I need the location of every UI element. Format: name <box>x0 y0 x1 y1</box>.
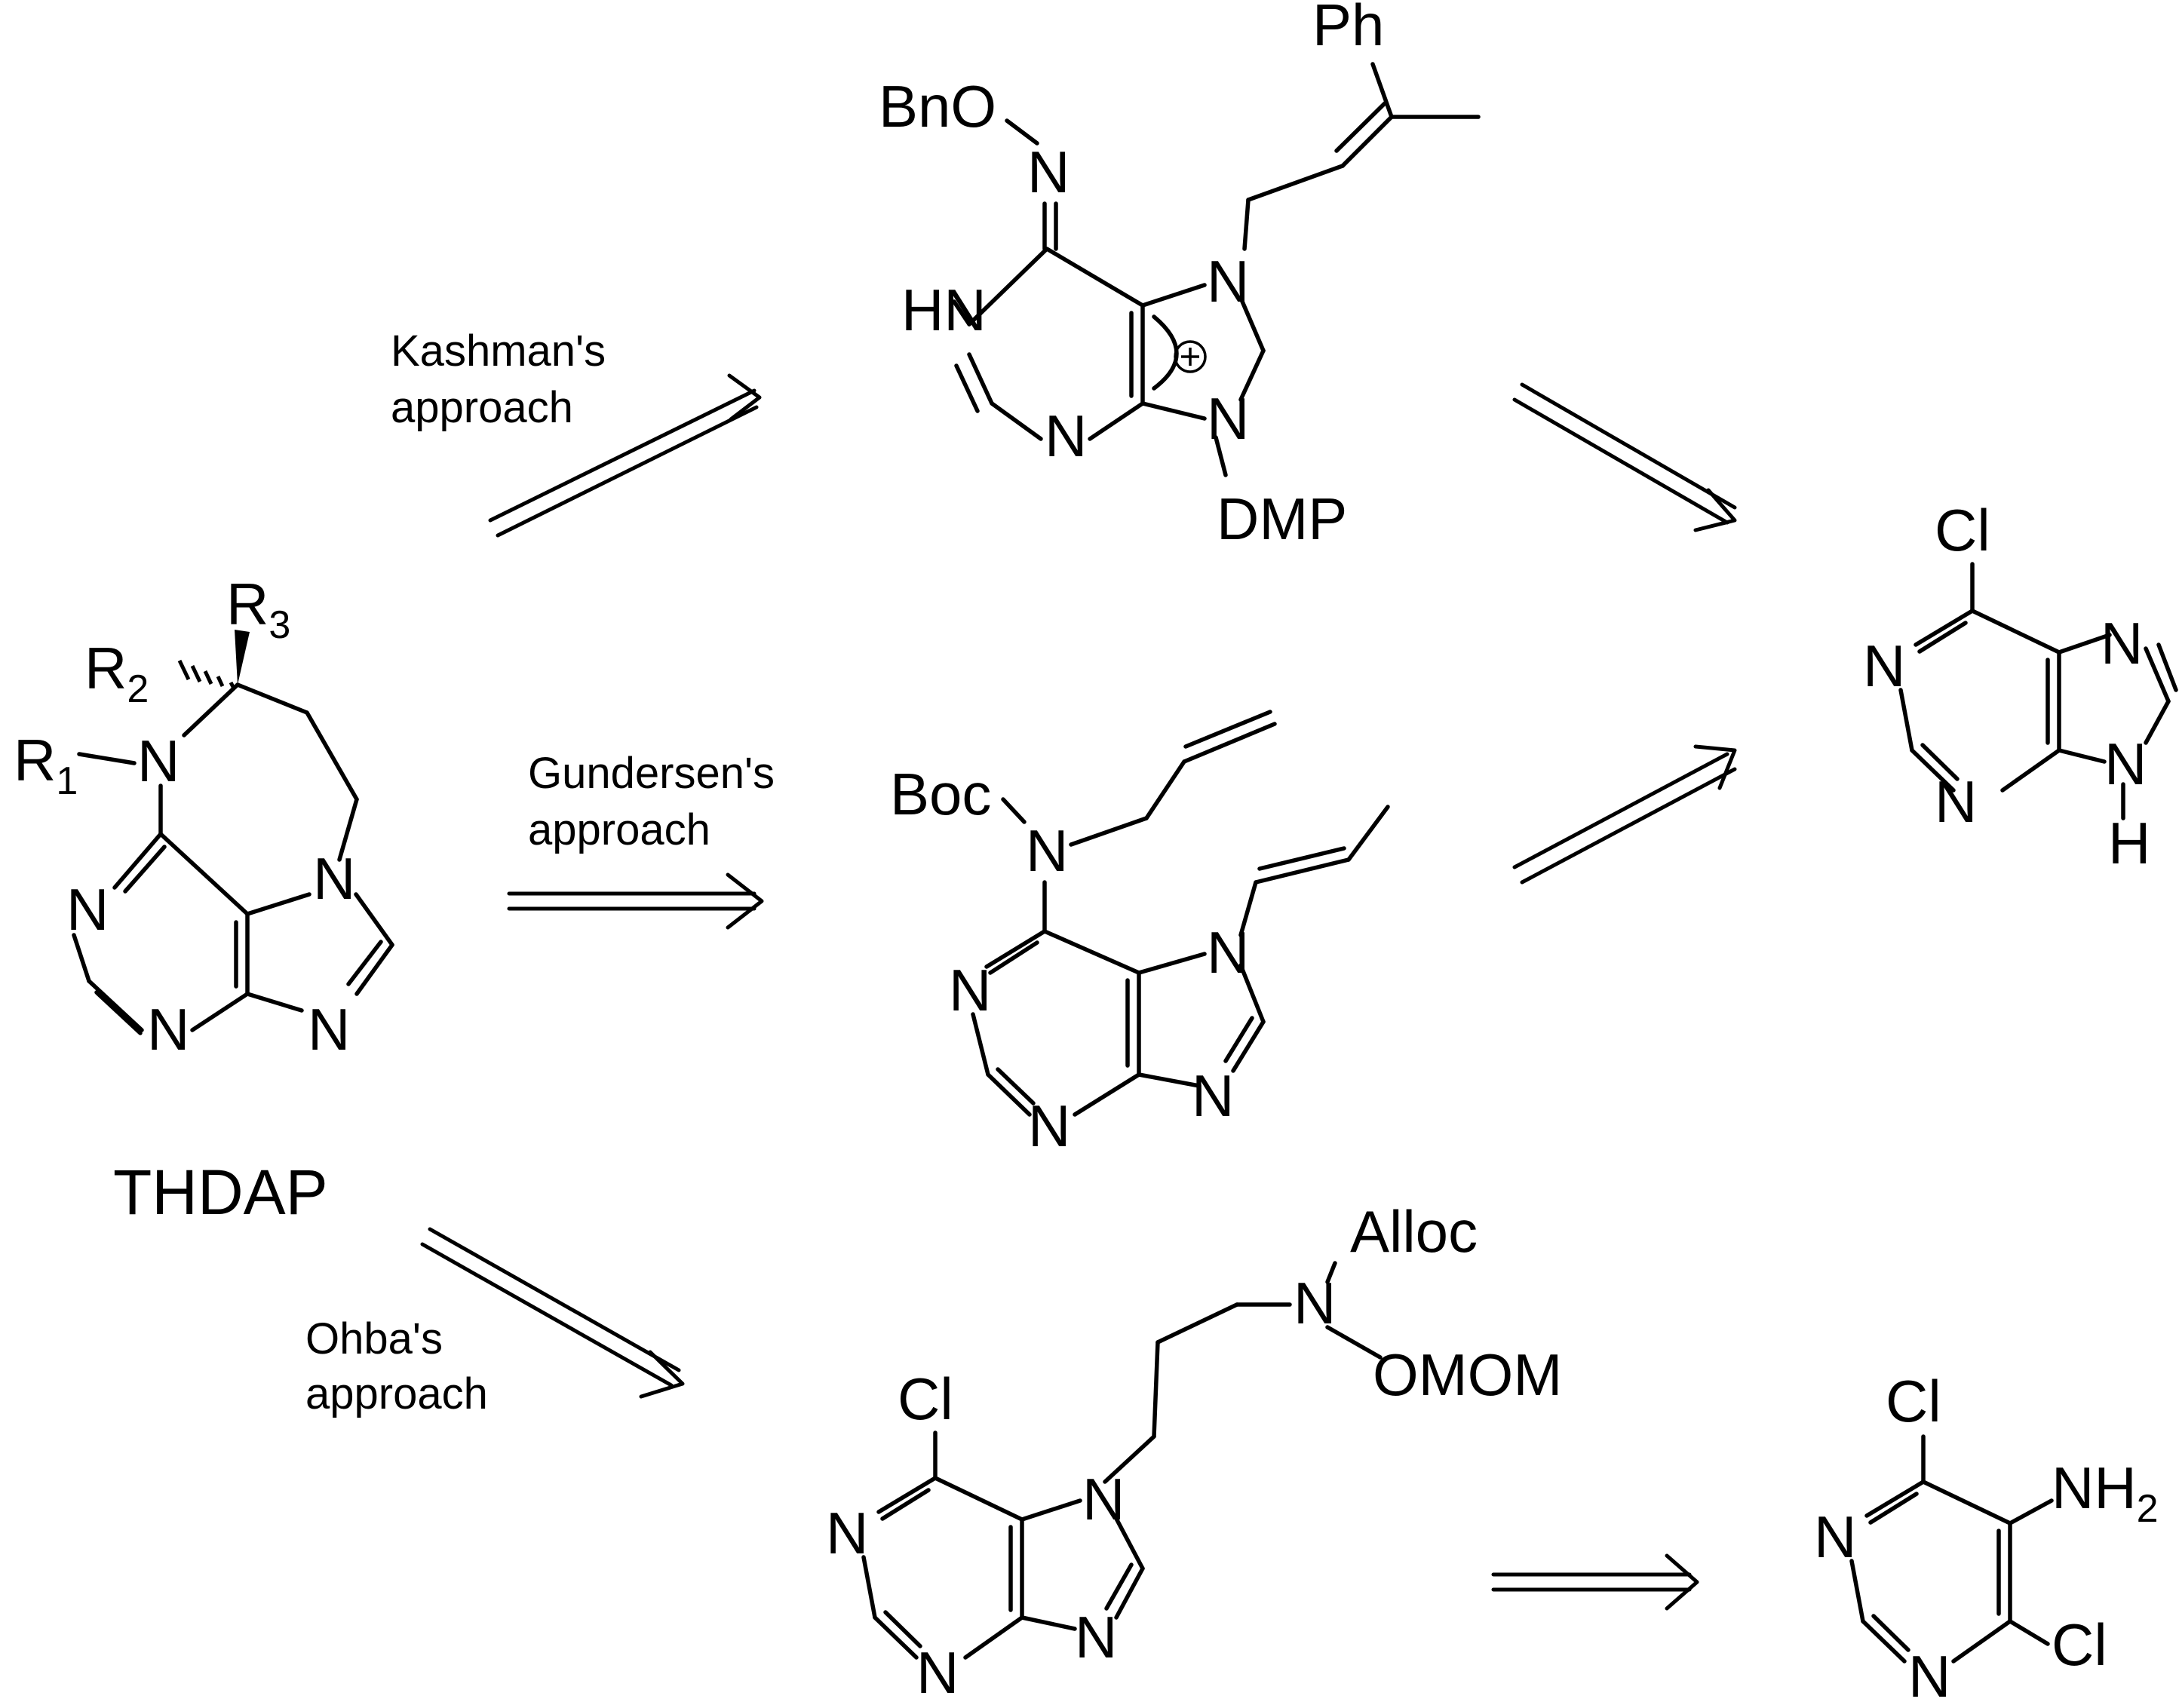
retro-arrow-gundersen <box>507 872 764 930</box>
retro-arrow-ohba-2 <box>1491 1553 1699 1611</box>
ohba-n3: N <box>916 1639 959 1706</box>
6-chloropurine: Cl N N N N H <box>1863 497 2178 876</box>
ohba-intermediate: Alloc N OMOM Cl N N N N <box>826 1198 1562 1706</box>
thdap-n7: N <box>313 845 355 912</box>
kashman-n3: N <box>1045 403 1087 469</box>
kashman-intermediate: Ph BnO N HN N N N DMP <box>879 0 1481 552</box>
retro-arrow-ohba <box>420 1227 685 1399</box>
chloropurine-n1: N <box>1863 633 1905 699</box>
thdap-n1: N <box>66 876 109 943</box>
approach-label-gundersen-2: approach <box>528 805 710 854</box>
retro-arrow-kashman-2 <box>1512 382 1737 532</box>
ohba-n9: N <box>1075 1604 1117 1670</box>
thdap-label: THDAP <box>113 1157 328 1228</box>
thdap-structure: N N N N N R1 R2 R3 THDAP <box>14 571 394 1228</box>
chloropurine-nh: N <box>2104 731 2147 797</box>
kashman-hn: HN <box>901 277 987 343</box>
kashman-n9: N <box>1207 385 1249 452</box>
approach-label-gundersen-1: Gundersen's <box>528 749 775 798</box>
kashman-bno: BnO <box>879 73 996 140</box>
thdap-n-amine: N <box>137 728 180 794</box>
gundersen-boc: Boc <box>890 761 991 827</box>
chloropurine-n7: N <box>2101 610 2143 676</box>
approach-label-kashman-2: approach <box>391 383 573 432</box>
dichloro-cl-top: Cl <box>1886 1368 1941 1434</box>
chloropurine-cl: Cl <box>1935 497 1990 563</box>
substituent-r3: R3 <box>226 571 290 647</box>
gundersen-n-amine: N <box>1026 817 1068 884</box>
approach-label-kashman-1: Kashman's <box>391 327 606 376</box>
thdap-n9: N <box>308 996 350 1063</box>
hashed-bond <box>177 659 236 690</box>
kashman-dmp: DMP <box>1217 486 1347 552</box>
ohba-omom: OMOM <box>1373 1342 1562 1408</box>
retro-arrow-gundersen-2 <box>1512 744 1737 885</box>
chloropurine-h: H <box>2108 810 2150 876</box>
substituent-r1: R1 <box>14 727 78 803</box>
gundersen-n1: N <box>949 957 991 1023</box>
gundersen-n7: N <box>1207 919 1249 986</box>
ohba-n7: N <box>1082 1466 1125 1532</box>
approach-label-ohba-2: approach <box>305 1369 488 1418</box>
chloropurine-n3: N <box>1935 768 1977 835</box>
approach-label-ohba-1: Ohba's <box>305 1314 443 1363</box>
thdap-n3: N <box>147 996 189 1063</box>
kashman-n7: N <box>1207 248 1249 314</box>
ohba-n1: N <box>826 1500 868 1566</box>
kashman-ph: Ph <box>1312 0 1384 58</box>
ohba-cl: Cl <box>898 1366 953 1432</box>
gundersen-intermediate: Boc N N N N N <box>890 710 1390 1159</box>
gundersen-n3: N <box>1028 1093 1070 1159</box>
dichloro-nh2: NH2 <box>2052 1455 2159 1531</box>
kashman-n-oxime: N <box>1027 139 1070 205</box>
ohba-n-hydroxylamine: N <box>1294 1270 1336 1336</box>
retro-arrow-kashman <box>488 373 762 538</box>
substituent-r2: R2 <box>84 635 149 711</box>
dichloro-n1: N <box>1814 1504 1856 1570</box>
positive-charge-circle <box>1174 340 1207 373</box>
gundersen-n9: N <box>1192 1063 1234 1129</box>
ohba-alloc: Alloc <box>1350 1198 1478 1265</box>
dichloro-n3: N <box>1908 1643 1950 1708</box>
dichloroaminopyrimidine: Cl N N NH2 Cl <box>1814 1368 2159 1708</box>
dichloro-cl-bottom: Cl <box>2052 1611 2107 1678</box>
